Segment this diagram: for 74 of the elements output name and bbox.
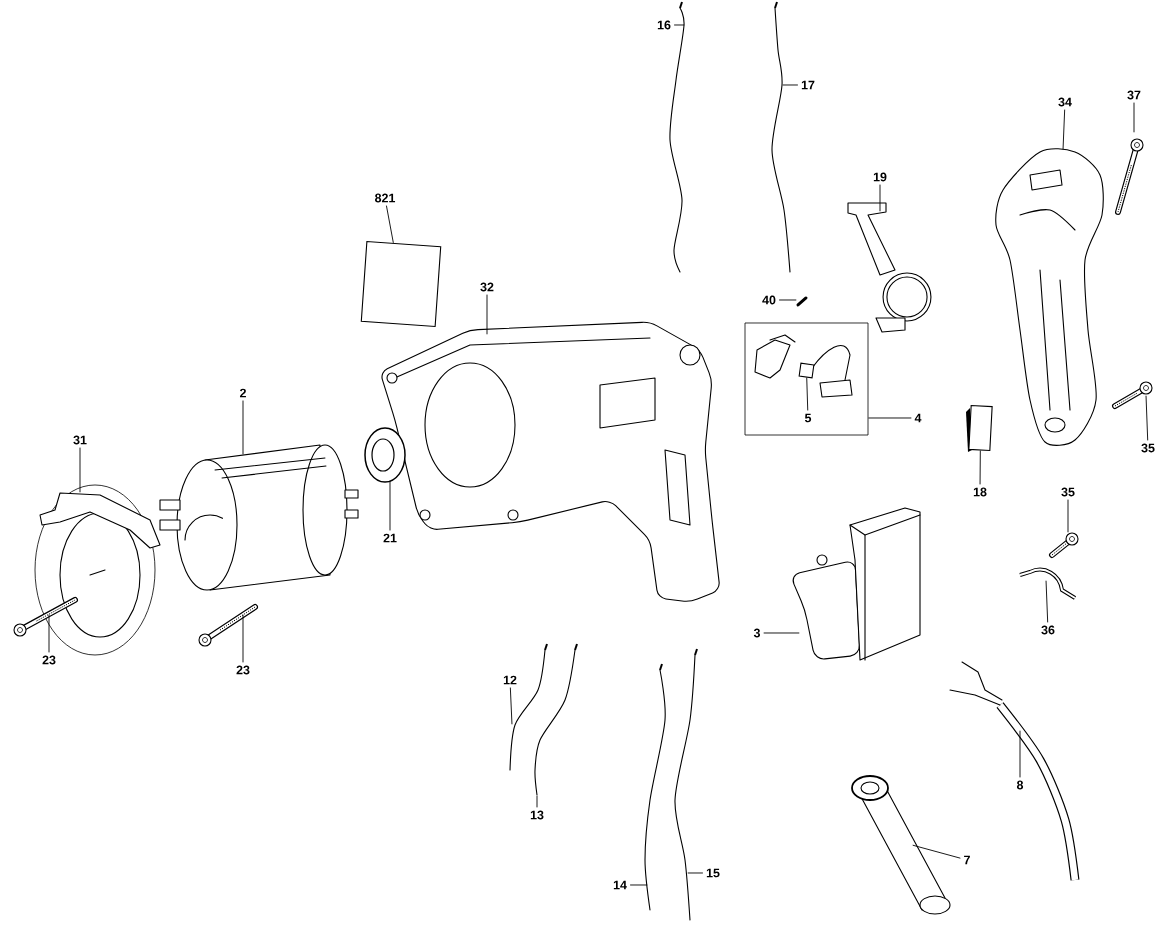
clamp-drawing [847, 202, 932, 333]
screw-drawing [13, 597, 78, 637]
wire-drawing [534, 643, 578, 796]
callout-number: 19 [873, 172, 887, 182]
callout-number: 4 [914, 413, 922, 423]
wire-drawing [771, 1, 791, 273]
leader-line [1045, 580, 1049, 623]
wire-drawing [674, 648, 698, 921]
callout-number: 23 [42, 655, 56, 665]
brush-spring-drawing [798, 362, 815, 379]
leader-line [242, 614, 244, 663]
label-plate-drawing [360, 240, 442, 328]
callout-number: 14 [613, 880, 627, 890]
leader-line [673, 24, 685, 26]
callout-number: 21 [383, 533, 397, 543]
stator-drawing [159, 444, 359, 591]
leader-line [763, 632, 800, 634]
callout-number: 12 [503, 675, 517, 685]
leader-line [486, 294, 488, 335]
callout-number: 40 [762, 295, 776, 305]
leader-line [629, 884, 648, 886]
leader-line [242, 400, 244, 455]
callout-number: 15 [706, 868, 720, 878]
brush-drawing [966, 404, 993, 452]
callout-number: 37 [1127, 90, 1141, 100]
leader-line [1062, 109, 1066, 150]
leader-line [1133, 102, 1135, 133]
callout-number: 36 [1041, 625, 1055, 635]
callout-number: 18 [973, 487, 987, 497]
leader-line [79, 447, 81, 493]
leader-line [778, 299, 797, 301]
callout-number: 2 [240, 388, 246, 398]
leader-line [806, 377, 809, 411]
clip-drawing [1019, 567, 1077, 600]
leader-line [1145, 395, 1149, 441]
screw-drawing [1115, 138, 1144, 215]
callout-number: 3 [753, 628, 760, 638]
callout-number: 35 [1061, 487, 1075, 497]
screw-drawing [1049, 532, 1079, 558]
wire-drawing [644, 663, 666, 911]
callout-number: 13 [530, 810, 544, 820]
leader-line [48, 614, 50, 653]
wire-drawing [669, 1, 685, 273]
screw-drawing [1112, 381, 1153, 409]
callout-number: 5 [804, 413, 812, 423]
bearing-drawing [364, 427, 406, 483]
handle-drawing [995, 148, 1104, 446]
leader-line [979, 450, 981, 485]
screw-drawing [198, 604, 258, 647]
callout-number: 16 [657, 20, 671, 30]
leader-line [879, 184, 881, 212]
leader-line [389, 480, 391, 531]
leader-line [782, 84, 799, 86]
leader-line [687, 872, 704, 874]
shroud-drawing [34, 484, 161, 656]
leader-line [536, 795, 538, 808]
callout-number: 31 [73, 435, 87, 445]
screw-drawing [796, 296, 808, 307]
leader-line [385, 205, 394, 244]
callout-number: 17 [801, 80, 815, 90]
leader-line [867, 417, 912, 419]
callout-number: 34 [1058, 97, 1072, 107]
cord-drawing [949, 661, 1080, 881]
leader-line [912, 844, 961, 859]
switch-drawing [792, 507, 921, 661]
side-handle-drawing [851, 775, 951, 915]
callout-number: 821 [375, 193, 396, 203]
housing-drawing [381, 321, 720, 602]
leader-line [509, 687, 513, 725]
leader-line [1067, 499, 1069, 533]
callout-number: 35 [1141, 443, 1155, 453]
callout-number: 23 [236, 665, 250, 675]
leader-line [1019, 730, 1021, 778]
callout-number: 32 [480, 282, 494, 292]
